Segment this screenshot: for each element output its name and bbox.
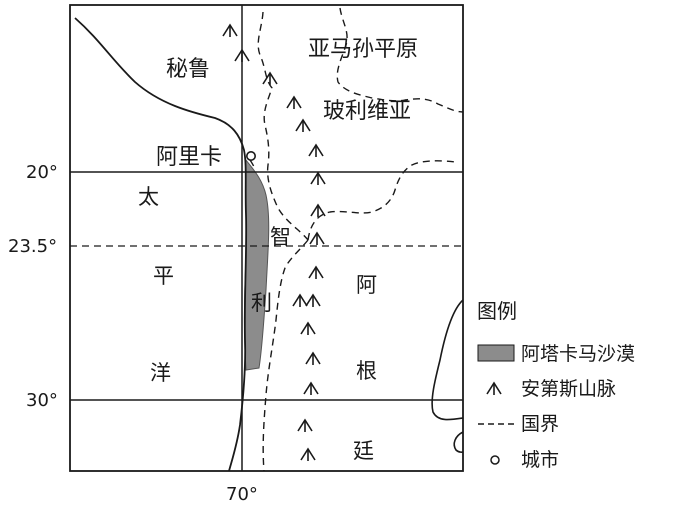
label-arica: 阿里卡 (156, 145, 222, 170)
label-chile-1: 智 (270, 225, 291, 249)
atlantic-coast (431, 299, 464, 421)
label-argentina-2: 根 (356, 359, 377, 383)
label-argentina-3: 廷 (353, 439, 374, 463)
legend-label-andes: 安第斯山脉 (521, 378, 616, 400)
legend-label-city: 城市 (521, 449, 559, 471)
latitude-label-20: 20° (26, 162, 58, 183)
map-frame (69, 4, 464, 472)
latitude-label-30: 30° (26, 390, 58, 411)
coast-small-bay (453, 431, 464, 453)
mountain-peak-icon (486, 382, 502, 396)
label-pacific-2: 平 (153, 264, 174, 288)
arica-city-icon (246, 151, 257, 162)
coastline (74, 17, 248, 472)
longitude-label-70: 70° (226, 484, 258, 505)
label-pacific-1: 太 (138, 185, 159, 209)
legend-label-desert: 阿塔卡马沙漠 (521, 343, 635, 365)
atacama-desert-area (244, 158, 270, 371)
latitude-label-23-5: 23.5° (8, 236, 57, 257)
desert-swatch (477, 344, 515, 362)
label-chile-2: 利 (251, 291, 272, 315)
legend: 图例 阿塔卡马沙漠 安第斯山脉 国界 城市 (477, 299, 635, 471)
label-peru: 秘鲁 (166, 57, 210, 82)
legend-label-border: 国界 (521, 413, 559, 435)
label-argentina-1: 阿 (356, 273, 377, 297)
city-circle-icon (490, 455, 500, 465)
legend-title: 图例 (477, 299, 517, 323)
label-pacific-3: 洋 (150, 361, 171, 385)
label-bolivia: 玻利维亚 (323, 99, 411, 124)
label-amazon-plain: 亚马孙平原 (308, 37, 418, 62)
